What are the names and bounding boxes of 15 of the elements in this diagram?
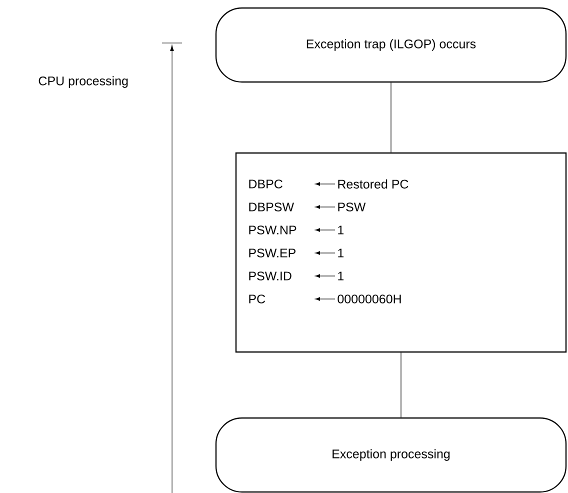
assigned-value: PSW bbox=[338, 202, 366, 212]
register-name: DBPC bbox=[249, 180, 282, 188]
connector-line bbox=[400, 352, 402, 418]
register-name: PSW.ID bbox=[249, 272, 292, 280]
assigned-value: 00000060H bbox=[338, 294, 401, 304]
assigned-value: 1 bbox=[338, 272, 344, 280]
assigned-value: Restored PC bbox=[338, 179, 408, 189]
register-name: PSW.EP bbox=[249, 248, 296, 258]
register-name: PC bbox=[249, 294, 266, 304]
assigned-value: 1 bbox=[338, 226, 344, 234]
assigned-value: 1 bbox=[338, 248, 344, 258]
register-name: PSW.NP bbox=[249, 226, 296, 234]
connector-line bbox=[390, 82, 392, 153]
axis-label: CPU processing bbox=[38, 76, 128, 88]
register-name: DBPSW bbox=[249, 202, 294, 212]
